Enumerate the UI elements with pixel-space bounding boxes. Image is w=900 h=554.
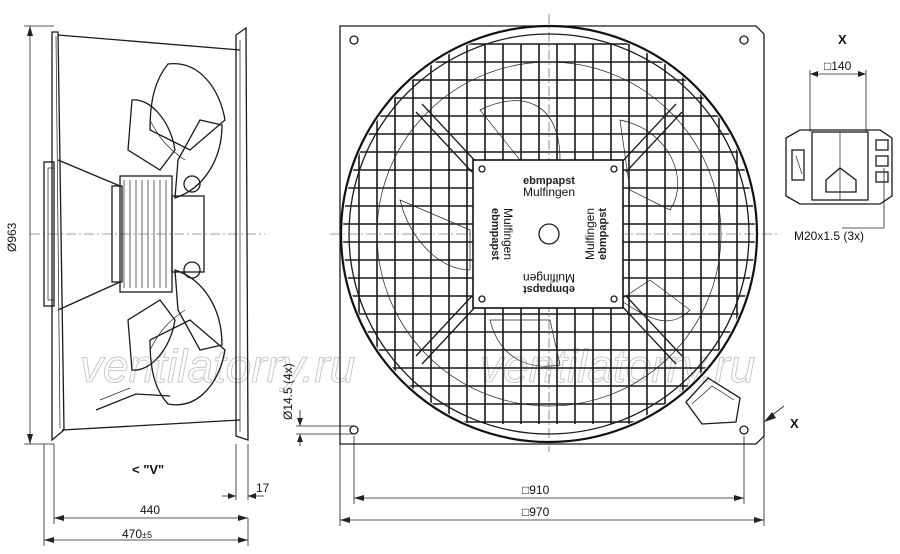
section-arrow: X [764, 405, 799, 431]
logo-bottom-sub: Mulfingen [523, 271, 575, 285]
logo-top-sub: Mulfingen [523, 185, 575, 199]
terminal-box [685, 377, 741, 425]
mounting-hole [349, 35, 359, 45]
hub-center [538, 223, 560, 245]
dimension-910: □910 [353, 436, 745, 504]
dimension-970: □970 [339, 436, 765, 526]
logo-top: ebmpapst [523, 175, 575, 187]
mounting-hole [739, 35, 749, 45]
dimension-470: 470±5 [43, 444, 249, 546]
mounting-hole [739, 425, 749, 435]
dimension-diameter: Ø963 [5, 25, 54, 445]
flange-17-label: 17 [256, 481, 270, 495]
diameter-label: Ø963 [5, 222, 19, 252]
logo-bottom: ebmpapst [523, 283, 575, 295]
logo-left-sub: Mulfingen [501, 208, 515, 260]
motor-plate [472, 159, 624, 309]
logo-left: ebmpapst [489, 208, 501, 260]
square-970-label: □970 [522, 505, 550, 519]
logo-right: ebmpapst [597, 208, 609, 260]
airflow-view-label: < "V" [132, 462, 164, 477]
depth-470-label: 470±5 [122, 527, 152, 541]
section-x-title: X [838, 32, 847, 47]
square-140-label: □140 [824, 59, 852, 73]
watermark: ventilatorry.ru [80, 340, 355, 392]
front-view: ebmpapst Mulfingen ebmpapst Mulfingen eb… [330, 14, 780, 452]
detail-x: X □140 M20x1.5 (3x) [785, 32, 893, 243]
square-910-label: □910 [522, 483, 550, 497]
dimension-hole: Ø14.5 (4x) [281, 363, 354, 446]
side-view: < "V" [30, 26, 265, 477]
cable-gland-label: M20x1.5 (3x) [794, 229, 864, 243]
mounting-hole [349, 425, 359, 435]
depth-440-label: 440 [140, 503, 160, 517]
hole-label: Ø14.5 (4x) [281, 363, 295, 420]
section-x-arrow-label: X [790, 416, 799, 431]
dimension-440: 440 [53, 444, 248, 524]
logo-right-sub: Mulfingen [583, 208, 597, 260]
dimension-17: 17 [222, 444, 270, 500]
